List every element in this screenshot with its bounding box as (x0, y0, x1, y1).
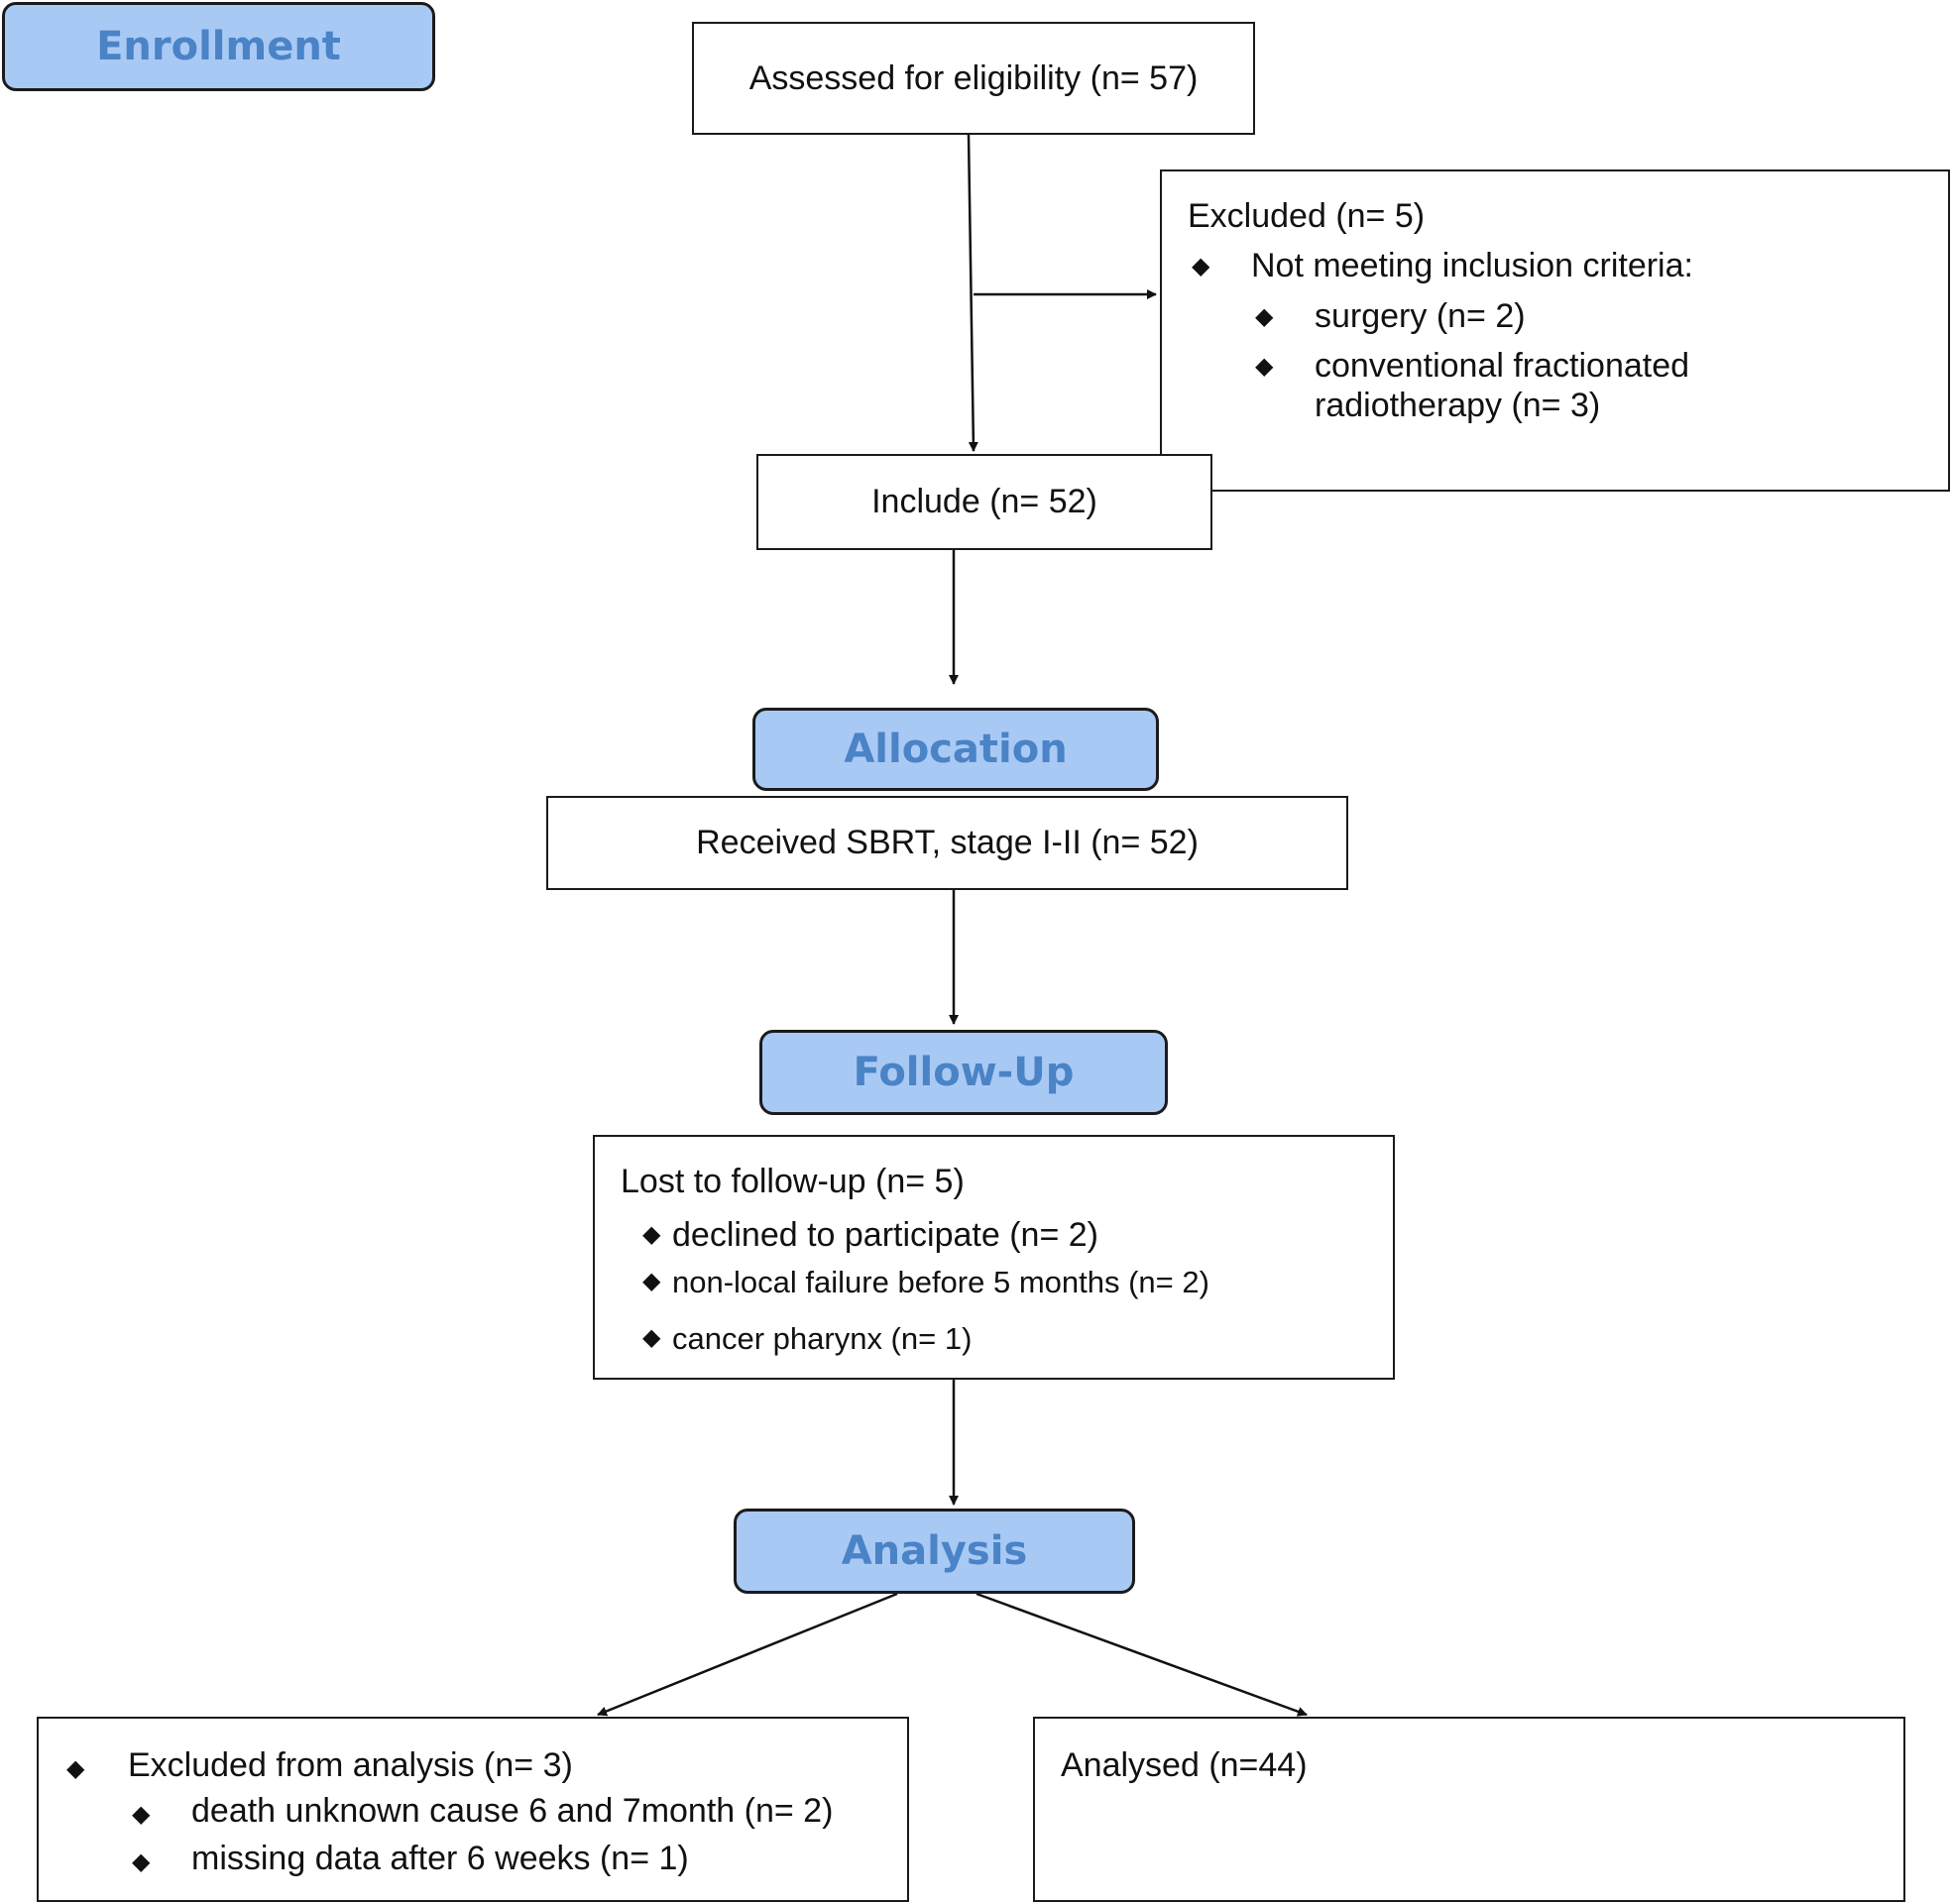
excluded-title: Excluded (n= 5) (1188, 197, 1426, 235)
analysed-box: Analysed (n=44) (1033, 1717, 1905, 1902)
excluded-from-analysis-box: ◆ Excluded from analysis (n= 3) ◆ death … (37, 1717, 909, 1902)
excluded-item-surgery: surgery (n= 2) (1315, 297, 1526, 335)
received-box: Received SBRT, stage I-II (n= 52) (546, 796, 1348, 890)
diamond-bullet-icon: ◆ (642, 1324, 661, 1351)
analysed-text: Analysed (n=44) (1061, 1746, 1308, 1784)
lost-title: Lost to follow-up (n= 5) (621, 1163, 965, 1200)
diamond-bullet-icon: ◆ (642, 1268, 661, 1294)
analysis-label: Analysis (841, 1528, 1028, 1574)
diamond-bullet-icon: ◆ (66, 1755, 85, 1782)
lost-item-cancer-pharynx: cancer pharynx (n= 1) (672, 1321, 973, 1356)
assessed-text: Assessed for eligibility (n= 57) (748, 58, 1199, 97)
enrollment-label: Enrollment (96, 24, 341, 69)
lost-item-non-local-failure: non-local failure before 5 months (n= 2) (672, 1265, 1209, 1299)
received-text: Received SBRT, stage I-II (n= 52) (696, 824, 1199, 861)
excluded-reason: Not meeting inclusion criteria: (1251, 247, 1693, 284)
allocation-label: Allocation (844, 727, 1068, 772)
excluded-item-conventional: conventional fractionated (1315, 347, 1690, 385)
diamond-bullet-icon: ◆ (642, 1221, 661, 1248)
excluded-analysis-item-missing: missing data after 6 weeks (n= 1) (191, 1840, 689, 1877)
arrow-analysis-to-analysed (976, 1592, 1308, 1717)
assessed-box: Assessed for eligibility (n= 57) (692, 22, 1255, 135)
arrow-assessed-to-include (967, 134, 978, 452)
analysis-stage-label: Analysis (734, 1509, 1135, 1594)
diamond-bullet-icon: ◆ (132, 1848, 151, 1875)
include-text: Include (n= 52) (871, 483, 1097, 520)
excluded-box: Excluded (n= 5) ◆ Not meeting inclusion … (1160, 169, 1950, 492)
follow-up-stage-label: Follow-Up (759, 1030, 1168, 1115)
enrollment-stage-label: Enrollment (2, 2, 435, 91)
allocation-stage-label: Allocation (752, 708, 1159, 791)
diamond-bullet-icon: ◆ (1255, 353, 1274, 380)
diamond-bullet-icon: ◆ (1192, 253, 1210, 280)
diamond-bullet-icon: ◆ (1255, 303, 1274, 330)
follow-up-label: Follow-Up (853, 1050, 1075, 1095)
diamond-bullet-icon: ◆ (132, 1801, 151, 1828)
lost-to-follow-up-box: Lost to follow-up (n= 5) ◆ declined to p… (593, 1135, 1395, 1380)
arrow-analysis-to-excluded (597, 1592, 898, 1717)
excluded-analysis-item-death: death unknown cause 6 and 7month (n= 2) (191, 1792, 834, 1830)
excluded-item-radiotherapy: radiotherapy (n= 3) (1315, 387, 1601, 424)
include-box: Include (n= 52) (756, 454, 1212, 550)
lost-item-declined: declined to participate (n= 2) (672, 1216, 1098, 1254)
excluded-analysis-title: Excluded from analysis (n= 3) (128, 1746, 573, 1784)
